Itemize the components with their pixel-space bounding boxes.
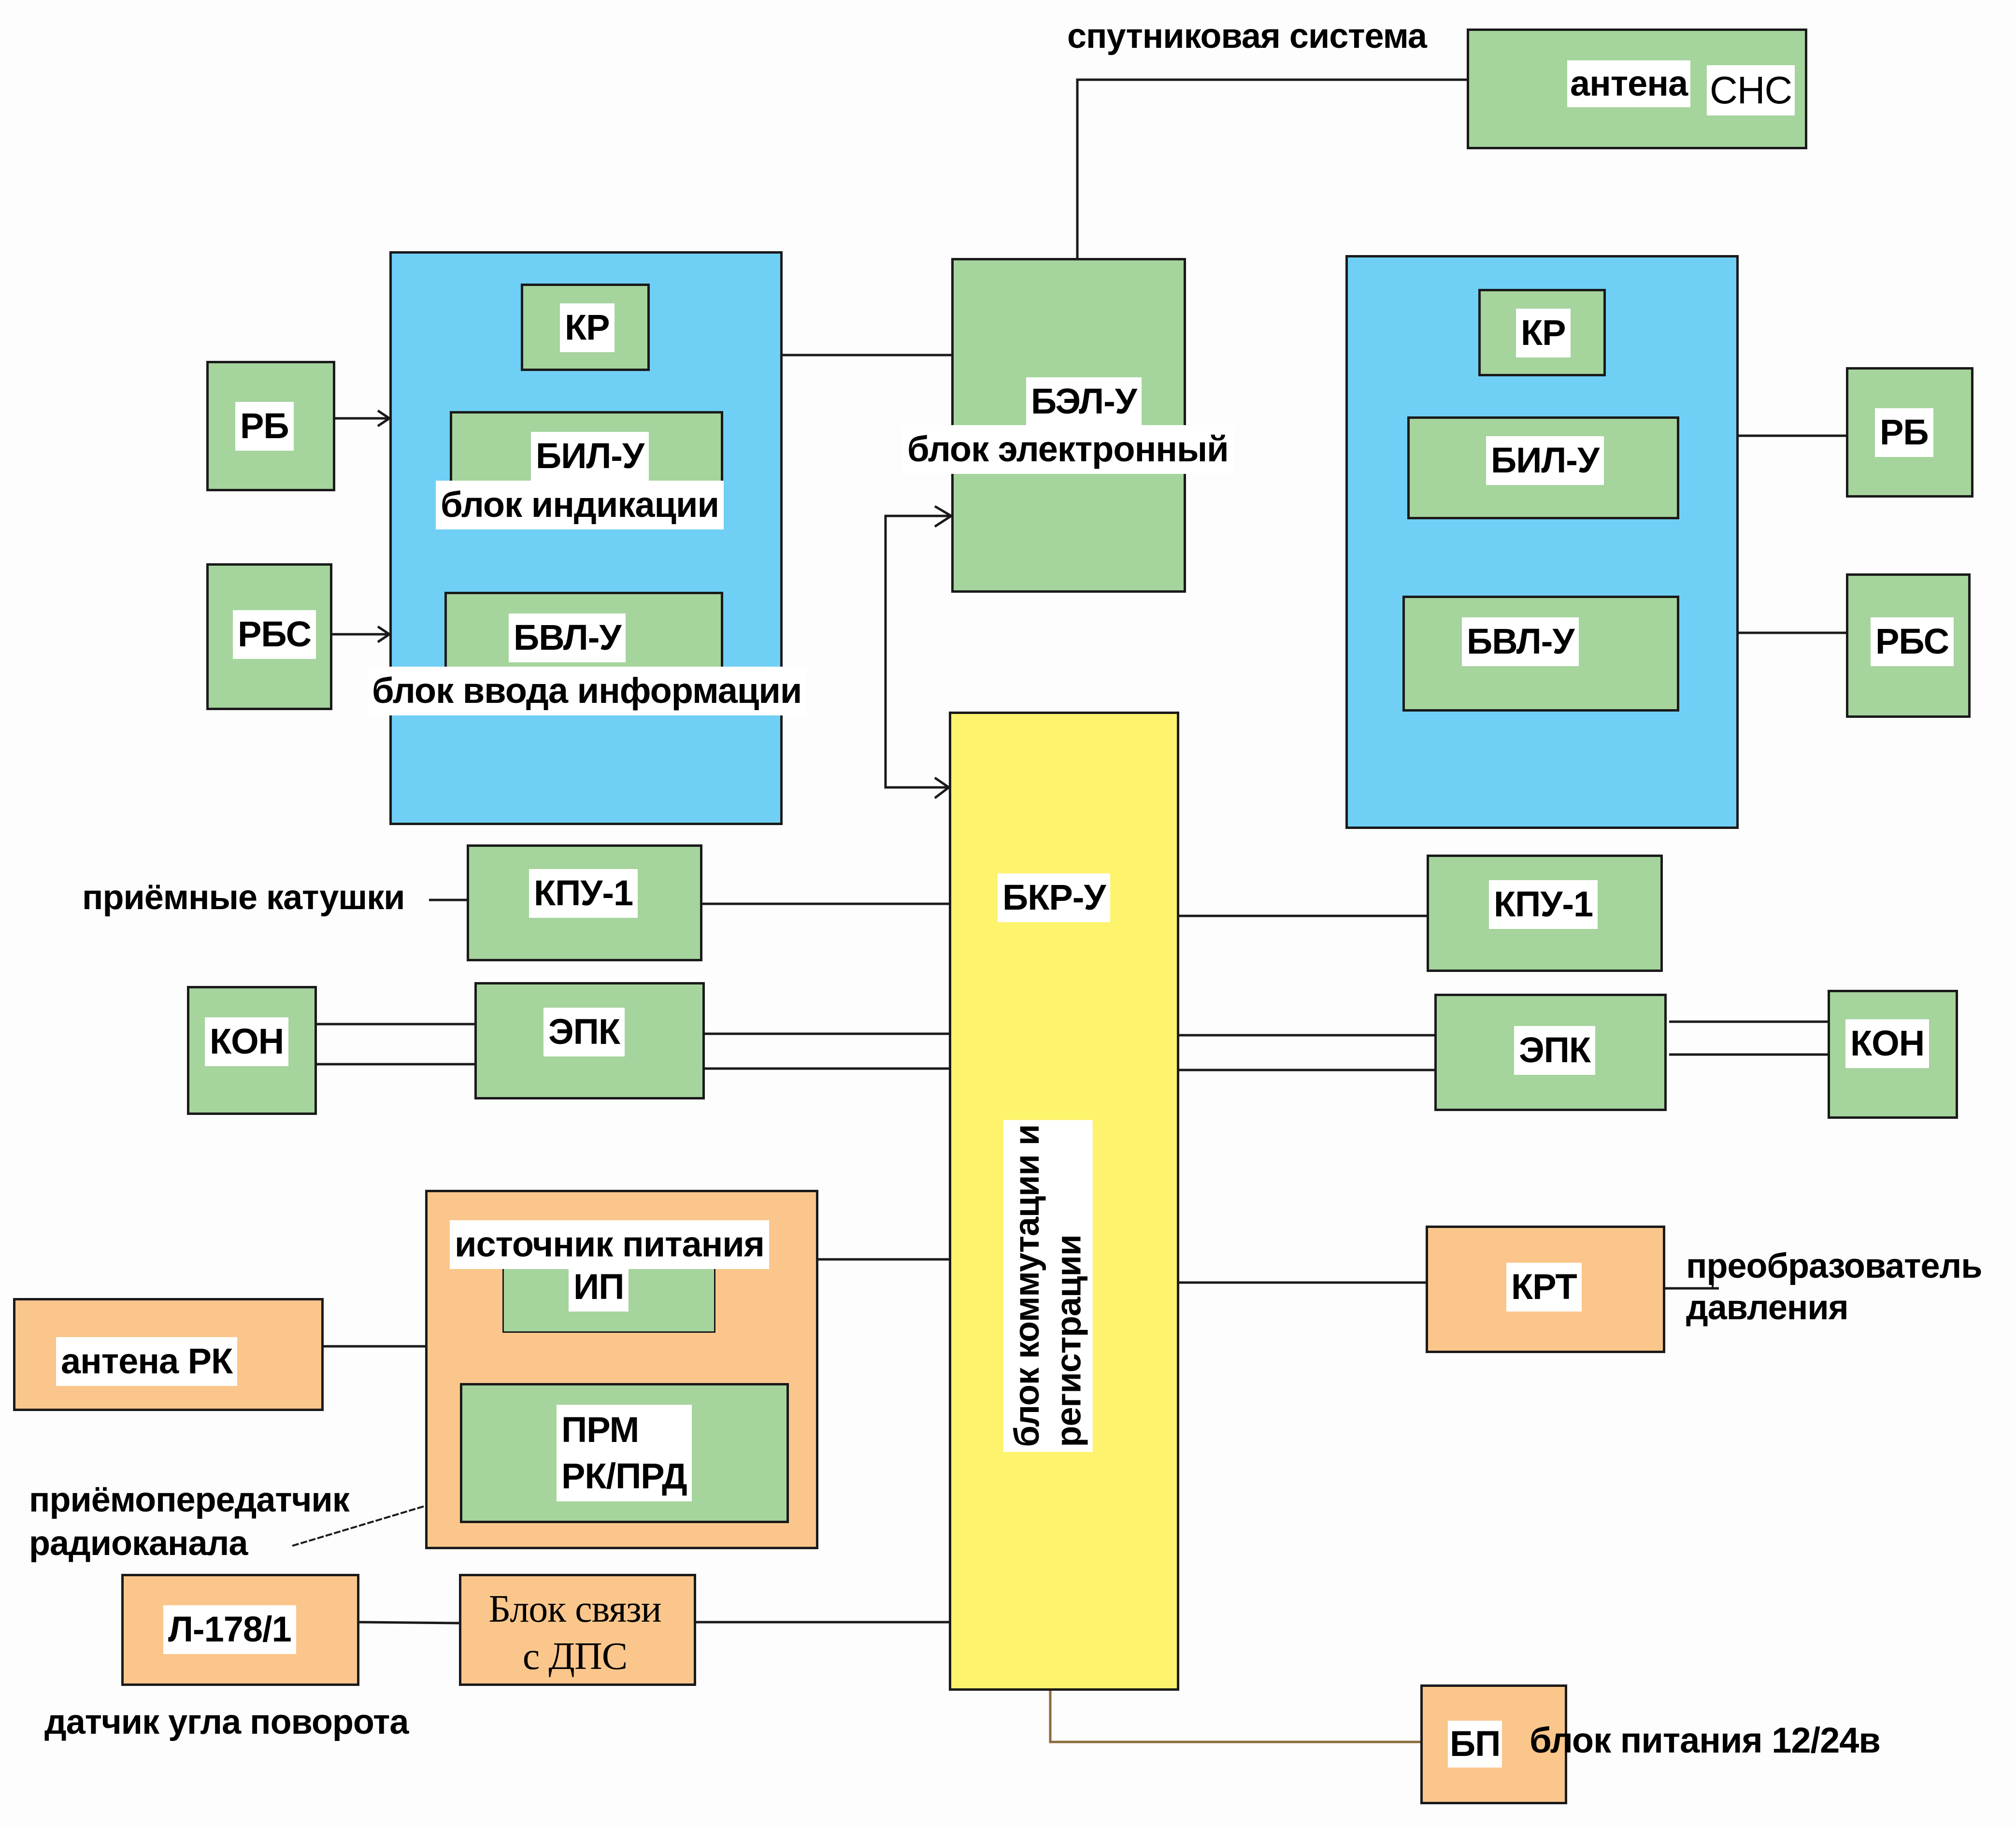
pressure-label-line2: давления: [1686, 1288, 1849, 1327]
bkr-description: блок коммутации и регистрации: [1003, 1120, 1093, 1452]
rb-right-label: РБ: [1875, 408, 1933, 457]
prm-label-line2: РК/ПРД: [561, 1456, 687, 1497]
kon-left-label: КОН: [205, 1017, 289, 1066]
kon-right-box: КОН: [1828, 990, 1958, 1119]
prm-label-line1: ПРМ: [561, 1410, 639, 1450]
transceiver-label-line2: радиоканала: [29, 1524, 248, 1563]
rbs-left-label: РБС: [233, 610, 316, 659]
dps-box: Блок связи с ДПС: [459, 1574, 696, 1686]
transceiver-label-line1: приёмопередатчик: [29, 1481, 350, 1519]
bp-box: БП: [1420, 1684, 1567, 1804]
angle-sensor-label: датчик угла поворота: [44, 1703, 409, 1741]
receiving-coils-label: приёмные катушки: [82, 878, 405, 917]
power-radio-group: ИП источник питания ПРМ РК/ПРД: [425, 1190, 818, 1549]
wire-bel-bkr: [884, 514, 951, 789]
rb-right-box: РБ: [1846, 367, 1973, 498]
rbs-right-box: РБС: [1846, 573, 1971, 718]
antenna-rk-box: антена РК: [13, 1298, 324, 1411]
bkr-description-line1: блок коммутации и: [1008, 1125, 1046, 1447]
kr-left-box: КР: [521, 284, 650, 371]
rbs-left-box: РБС: [206, 563, 332, 710]
krt-box: КРТ: [1426, 1226, 1665, 1353]
krt-label: КРТ: [1506, 1263, 1582, 1312]
kon-left-box: КОН: [187, 986, 317, 1115]
kpu-left-label: КПУ-1: [529, 869, 638, 918]
bvl-right-box: БВЛ-У: [1402, 596, 1679, 712]
right-display-group: [1345, 255, 1739, 829]
pressure-converter-label: преобразователь давления: [1686, 1245, 1983, 1329]
bkr-description-line2: регистрации: [1049, 1235, 1088, 1447]
prm-label: ПРМ РК/ПРД: [557, 1405, 692, 1502]
kr-right-label: КР: [1516, 309, 1571, 357]
bel-label: БЭЛ-У: [1026, 377, 1142, 426]
bvl-left-label: БВЛ-У: [509, 613, 626, 662]
pressure-label-line1: преобразователь: [1686, 1247, 1983, 1285]
bp-label: БП: [1448, 1721, 1502, 1768]
bp-description: блок питания 12/24в: [1530, 1720, 1881, 1760]
bel-description: блок электронный: [902, 425, 1233, 474]
bvl-left-description: блок ввода информации: [367, 667, 807, 715]
antenna-sns-label-b: СНС: [1707, 65, 1795, 115]
bil-right-label: БИЛ-У: [1486, 436, 1604, 485]
dps-label-line1: Блок связи: [488, 1588, 661, 1630]
prm-box: ПРМ РК/ПРД: [460, 1383, 789, 1523]
wire-l178-dps: [359, 1621, 459, 1625]
kr-right-box: КР: [1478, 289, 1606, 376]
wire-bel-sns: [1076, 78, 1467, 258]
l178-label: Л-178/1: [163, 1605, 296, 1654]
transceiver-label: приёмопередатчик радиоканала: [29, 1478, 350, 1565]
dps-label-line2: с ДПС: [522, 1635, 628, 1678]
kpu-right-box: КПУ-1: [1427, 855, 1663, 972]
sns-system-label: спутниковая система: [1067, 17, 1427, 56]
kon-right-label: КОН: [1845, 1019, 1930, 1068]
bkr-label: БКР-У: [998, 873, 1111, 922]
bil-left-label: БИЛ-У: [531, 432, 649, 481]
bil-right-box: БИЛ-У: [1407, 416, 1679, 519]
epk-right-box: ЭПК: [1434, 994, 1667, 1111]
kr-left-label: КР: [560, 303, 615, 352]
kpu-left-box: КПУ-1: [467, 844, 702, 961]
wire-bkr-bp: [1049, 1691, 1420, 1743]
epk-left-label: ЭПК: [543, 1008, 625, 1056]
antenna-sns-box: антена СНС: [1467, 29, 1807, 149]
epk-right-label: ЭПК: [1514, 1026, 1595, 1075]
l178-box: Л-178/1: [121, 1574, 359, 1686]
power-source-label: источник питания: [450, 1220, 769, 1269]
rbs-right-label: РБС: [1871, 617, 1954, 666]
bvl-right-label: БВЛ-У: [1462, 617, 1579, 666]
rb-left-label: РБ: [235, 402, 294, 451]
ip-label: ИП: [569, 1263, 629, 1312]
epk-left-box: ЭПК: [474, 982, 705, 1099]
bkr-box: БКР-У блок коммутации и регистрации: [949, 712, 1179, 1691]
dps-label: Блок связи с ДПС: [471, 1586, 679, 1680]
antenna-rk-label: антена РК: [56, 1337, 238, 1386]
antenna-sns-label-a: антена: [1567, 60, 1691, 107]
bil-left-description: блок индикации: [436, 481, 724, 529]
kpu-right-label: КПУ-1: [1489, 880, 1598, 929]
rb-left-box: РБ: [206, 361, 335, 491]
